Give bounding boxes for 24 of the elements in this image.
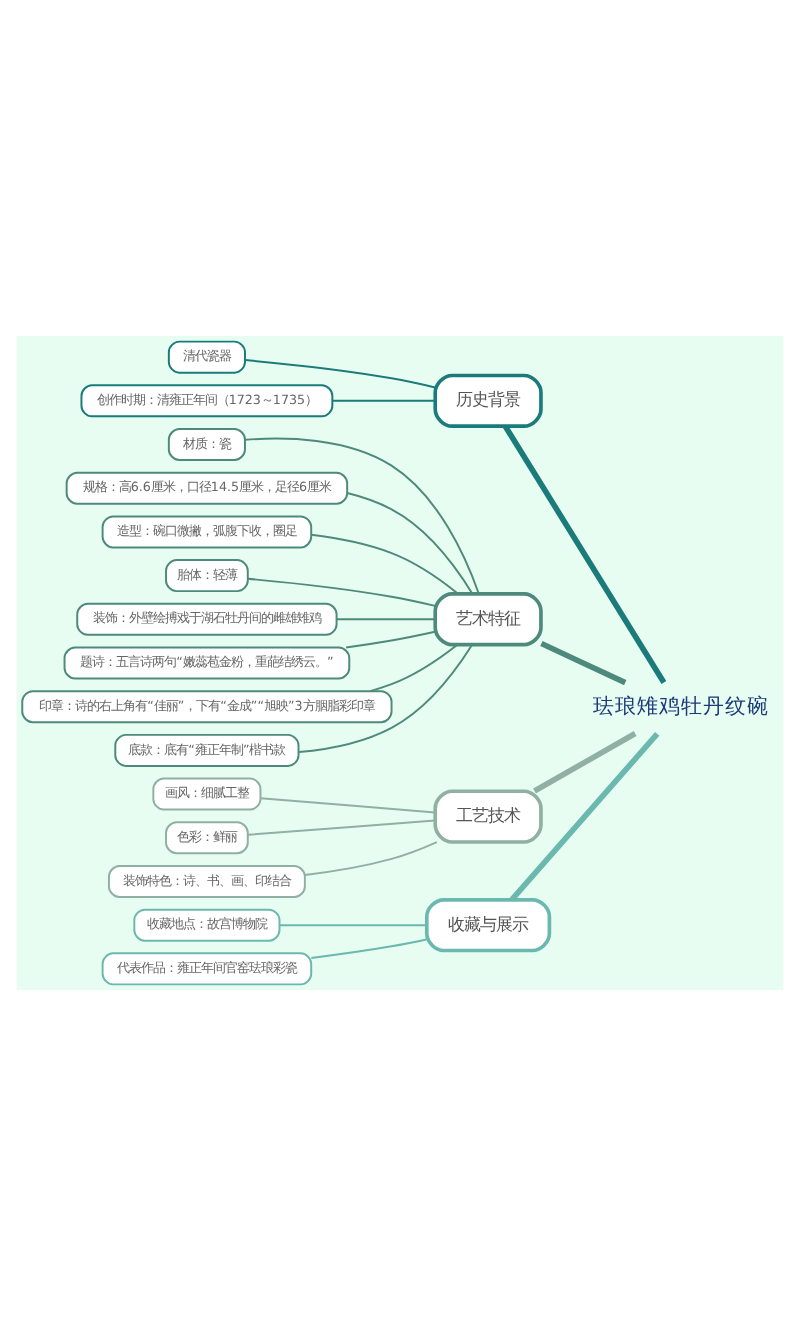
connector <box>244 437 480 595</box>
connector <box>310 533 459 595</box>
node-box: 工艺技术 <box>433 789 543 844</box>
connector <box>502 424 667 684</box>
connector <box>335 618 436 621</box>
connector <box>369 643 459 693</box>
connector <box>303 841 438 876</box>
connector <box>345 630 436 649</box>
connector <box>509 732 660 902</box>
connector <box>310 938 428 959</box>
connector <box>540 641 627 686</box>
node-box: 历史背景 <box>433 373 543 429</box>
connector <box>259 797 436 814</box>
node-box: 收藏与展示 <box>424 897 552 953</box>
node-text: 珐琅雉鸡牡丹纹碗 <box>593 697 770 720</box>
connector <box>278 924 428 927</box>
connector <box>297 643 474 754</box>
connector <box>244 359 437 389</box>
connector <box>331 399 436 402</box>
connector <box>346 492 474 595</box>
node-box: 艺术特征 <box>433 592 543 647</box>
connector <box>246 577 437 607</box>
connector <box>533 731 637 794</box>
connector <box>247 819 436 836</box>
